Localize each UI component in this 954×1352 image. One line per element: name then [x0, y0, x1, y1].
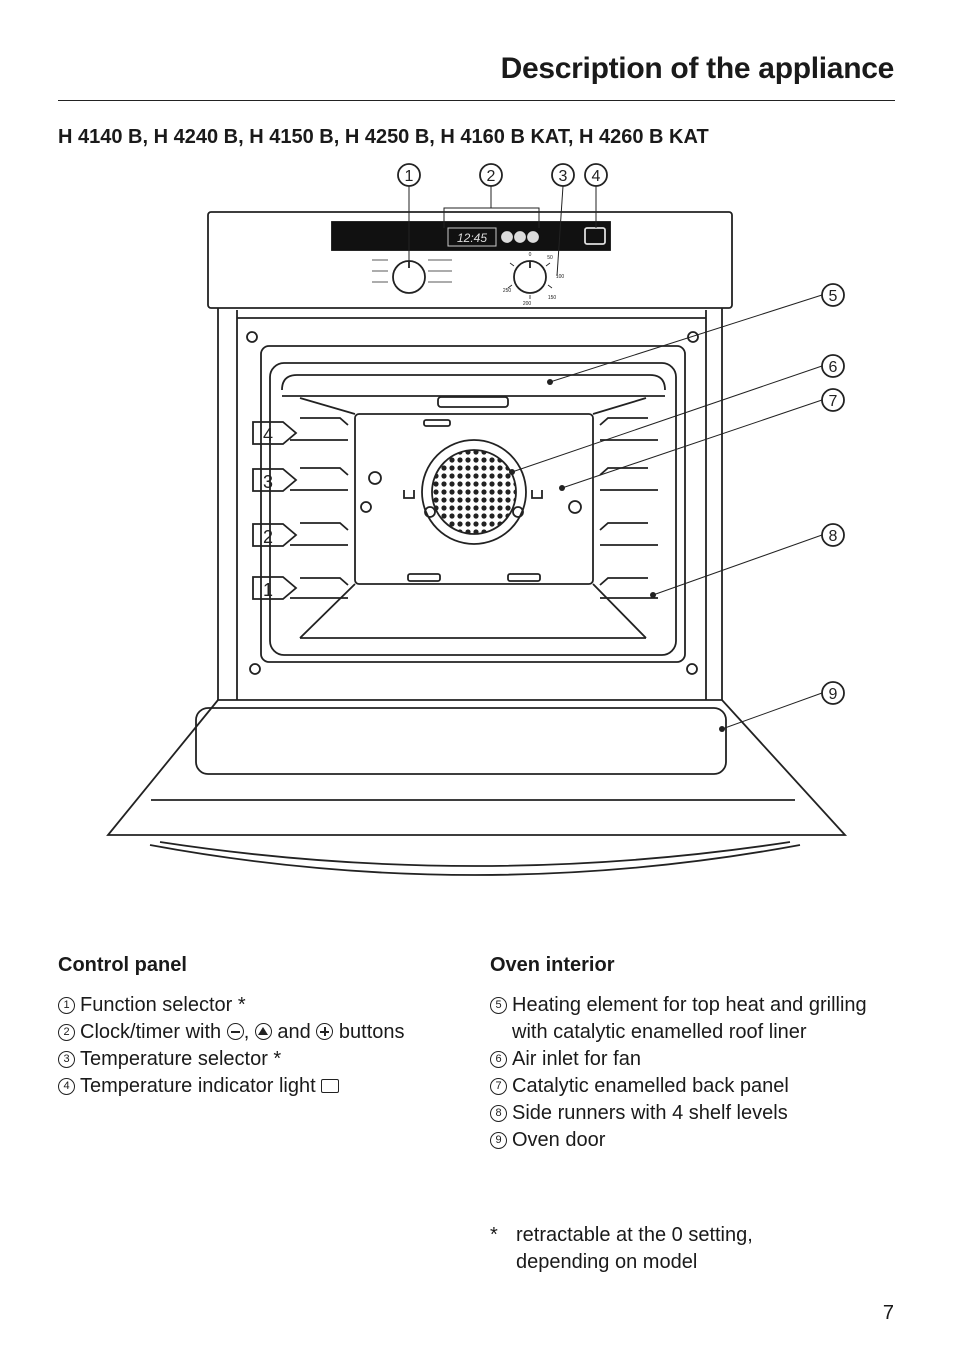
legend-text-part: , — [243, 1021, 250, 1043]
temp-mark-150: 150 — [548, 295, 557, 301]
legend-text: Oven door — [512, 1129, 606, 1151]
clock-display-time: 12:45 — [457, 231, 487, 245]
callout-label-4: 4 — [592, 168, 601, 185]
legend-text: Clock/timer with , and buttons — [80, 1019, 418, 1046]
callout-label-7: 7 — [829, 393, 838, 410]
roof-liner — [281, 374, 666, 391]
temperature-indicator-light — [584, 227, 606, 245]
shelf-level-tag-4 — [252, 421, 298, 445]
shelf-level-label-2: 2 — [263, 527, 273, 547]
minus-icon — [226, 1023, 244, 1040]
callout-1 — [397, 163, 421, 187]
oven-interior-heading: Oven interior — [490, 954, 615, 976]
temp-mark-50: 50 — [547, 255, 553, 261]
shelf-level-label-3: 3 — [263, 472, 273, 492]
door-handle — [149, 844, 801, 876]
control-panel-legend: 1 Function selector * 2 Clock/timer with… — [58, 992, 418, 1100]
legend-item-3: 3 Temperature selector * — [58, 1046, 418, 1073]
back-panel — [354, 413, 594, 585]
legend-item-6: 6 Air inlet for fan — [490, 1046, 890, 1073]
callout-label-3: 3 — [559, 168, 568, 185]
legend-item-7: 7 Catalytic enamelled back panel — [490, 1073, 890, 1100]
clock-tri-button — [514, 231, 526, 243]
legend-number: 1 — [58, 997, 75, 1014]
triangle-up-icon — [254, 1023, 272, 1040]
shelf-level-tag-1 — [252, 576, 298, 600]
legend-text-part: and — [277, 1021, 311, 1043]
temp-mark-200: 200 — [523, 301, 532, 307]
legend-number: 8 — [490, 1105, 507, 1122]
footnote: * retractable at the 0 setting, dependin… — [490, 1222, 816, 1276]
legend-text: Air inlet for fan — [512, 1048, 641, 1070]
legend-item-1: 1 Function selector * — [58, 992, 418, 1019]
legend-text-part: Clock/timer with — [80, 1021, 222, 1043]
model-list: H 4140 B, H 4240 B, H 4150 B, H 4250 B, … — [58, 126, 709, 148]
legend-text: Function selector * — [80, 994, 246, 1016]
callout-9 — [821, 681, 845, 705]
callout-label-5: 5 — [829, 288, 838, 305]
oven-door — [106, 699, 848, 836]
callout-8 — [821, 523, 845, 547]
legend-text-part: buttons — [338, 1021, 405, 1043]
callout-label-8: 8 — [829, 528, 838, 545]
plus-icon — [316, 1023, 334, 1040]
fan-grille — [431, 449, 517, 535]
door-glass — [195, 707, 727, 775]
legend-item-5: 5 Heating element for top heat and grill… — [490, 992, 890, 1046]
callout-label-9: 9 — [829, 686, 838, 703]
footnote-text: retractable at the 0 setting, depending … — [516, 1224, 753, 1273]
temp-mark-250: 250 — [503, 288, 512, 294]
legend-number: 3 — [58, 1051, 75, 1068]
legend-number: 7 — [490, 1078, 507, 1095]
header-rule — [58, 100, 895, 101]
clock-minus-button — [501, 231, 513, 243]
legend-text: Heating element for top heat and grillin… — [512, 994, 867, 1043]
legend-text: Temperature indicator light — [80, 1075, 316, 1097]
shelf-level-label-1: 1 — [263, 580, 273, 600]
control-panel-heading: Control panel — [58, 954, 187, 976]
clock-display — [447, 227, 497, 247]
callout-3 — [551, 163, 575, 187]
legend-text-wrap: Temperature indicator light — [80, 1073, 418, 1100]
legend-item-9: 9 Oven door — [490, 1127, 890, 1154]
callout-6 — [821, 354, 845, 378]
legend-number: 9 — [490, 1132, 507, 1149]
callout-2 — [479, 163, 503, 187]
control-panel-housing — [207, 211, 733, 309]
oven-frame — [217, 308, 723, 700]
callout-label-6: 6 — [829, 359, 838, 376]
shelf-level-tag-2 — [252, 523, 298, 547]
page-title: Description of the appliance — [500, 52, 895, 85]
clock-plus-button — [527, 231, 539, 243]
legend-item-4: 4 Temperature indicator light — [58, 1073, 418, 1100]
callout-5 — [821, 283, 845, 307]
legend-number: 4 — [58, 1078, 75, 1095]
oven-cavity-outer — [260, 345, 686, 663]
callout-7 — [821, 388, 845, 412]
indicator-light-icon — [321, 1079, 340, 1093]
callout-label-2: 2 — [487, 168, 496, 185]
legend-text: Temperature selector * — [80, 1048, 282, 1070]
oven-cavity-inner — [269, 362, 677, 656]
temp-mark-100: 100 — [556, 274, 565, 280]
callout-4 — [584, 163, 608, 187]
legend-number: 2 — [58, 1024, 75, 1041]
shelf-level-tag-3 — [252, 468, 298, 492]
temp-mark-0: 0 — [529, 252, 532, 258]
fan-cover — [421, 439, 527, 545]
footnote-marker: * — [490, 1224, 498, 1246]
callout-label-1: 1 — [405, 168, 414, 185]
shelf-level-label-4: 4 — [263, 425, 273, 445]
oven-interior-legend: 5 Heating element for top heat and grill… — [490, 992, 890, 1154]
legend-item-2: 2 Clock/timer with , and buttons — [58, 1019, 418, 1046]
legend-number: 6 — [490, 1051, 507, 1068]
legend-item-8: 8 Side runners with 4 shelf levels — [490, 1100, 890, 1127]
page-number: 7 — [882, 1302, 894, 1324]
legend-number: 5 — [490, 997, 507, 1014]
oven-diagram: 12:45 0 50 100 150 200 250 4 3 2 1 1 2 3… — [106, 163, 848, 876]
legend-text: Side runners with 4 shelf levels — [512, 1102, 788, 1124]
legend-text: Catalytic enamelled back panel — [512, 1075, 789, 1097]
top-element — [437, 396, 509, 408]
